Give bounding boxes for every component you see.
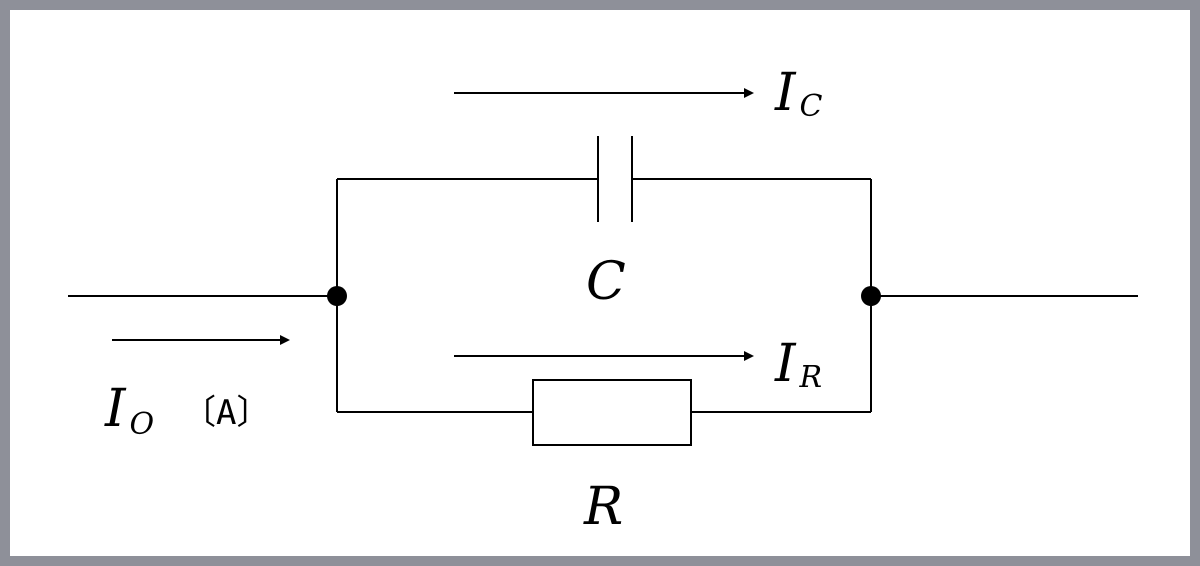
resistor-symbol [532, 379, 692, 446]
label-unit: 〔A〕 [182, 393, 270, 433]
junction-node-left [327, 286, 347, 306]
label-resistor: R [583, 477, 623, 537]
label-capacitor: C [586, 252, 626, 312]
junction-node-right [861, 286, 881, 306]
